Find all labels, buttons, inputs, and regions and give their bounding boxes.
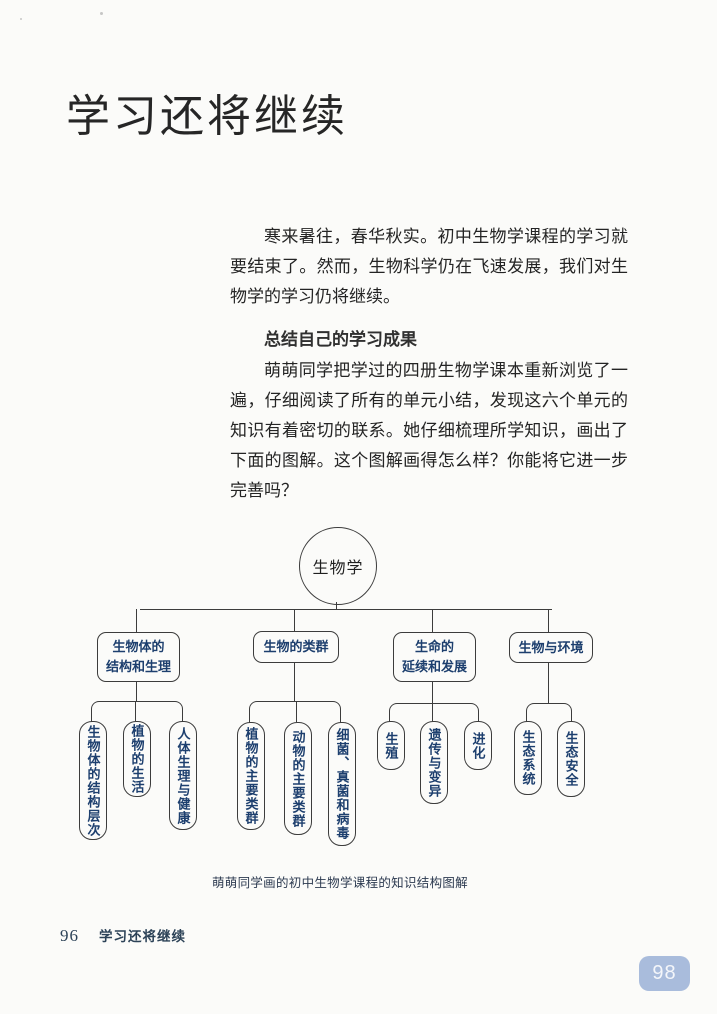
connector-line	[294, 661, 295, 702]
connector-line	[432, 703, 433, 721]
diagram-leaf-node: 动物的主要类群	[284, 722, 312, 835]
diagram-branch-node: 生命的 延续和发展	[393, 632, 476, 682]
footer-page-number: 96	[60, 926, 79, 945]
connector-line	[136, 609, 137, 632]
footer-chapter-title: 学习还将继续	[99, 929, 186, 944]
branch-label-line: 生物的类群	[263, 639, 329, 654]
paragraph-activity: 萌萌同学把学过的四册生物学课本重新浏览了一遍，仔细阅读了所有的单元小结，发现这六…	[230, 361, 628, 500]
diagram-leaf-node: 生殖	[377, 721, 405, 770]
connector-line	[140, 609, 552, 610]
diagram-leaf-node: 遗传与变异	[420, 721, 448, 804]
page-footer: 96 学习还将继续	[60, 925, 186, 946]
branch-label-line: 结构和生理	[105, 659, 171, 674]
scan-speck	[100, 12, 103, 15]
connector-line	[135, 701, 136, 721]
diagram-root-node: 生物学	[299, 527, 377, 605]
diagram-leaf-node: 细菌、真菌和病毒	[328, 722, 356, 846]
paragraph-intro: 寒来暑往，春华秋实。初中生物学课程的学习就要结束了。然而，生物科学仍在飞速发展，…	[230, 227, 628, 306]
diagram-leaf-node: 生态安全	[557, 721, 585, 797]
diagram-leaf-node: 进化	[464, 721, 492, 770]
connector-line	[432, 609, 433, 632]
scan-speck	[20, 18, 22, 20]
branch-label-line: 生命的	[414, 639, 454, 654]
connector-line	[296, 701, 297, 722]
corner-page-badge: 98	[639, 956, 690, 991]
diagram-leaf-node: 植物的生活	[123, 721, 151, 797]
connector-line	[294, 609, 295, 631]
branch-label-line: 延续和发展	[401, 659, 467, 674]
diagram-root-label: 生物学	[312, 560, 364, 577]
connector-bracket	[526, 703, 572, 722]
connector-line	[548, 660, 549, 704]
diagram-leaf-node: 生物体的结构层次	[79, 721, 107, 840]
connector-line	[548, 609, 549, 632]
connector-line	[136, 680, 137, 702]
diagram-leaf-node: 生态系统	[514, 721, 542, 795]
diagram-branch-node: 生物体的 结构和生理	[97, 632, 180, 682]
diagram-branch-node: 生物的类群	[253, 631, 339, 663]
diagram-leaf-node: 植物的主要类群	[237, 722, 265, 830]
connector-bracket	[389, 703, 479, 722]
branch-label-line: 生物与环境	[518, 639, 584, 655]
figure-caption: 萌萌同学画的初中生物学课程的知识结构图解	[211, 876, 468, 890]
connector-line	[432, 680, 433, 704]
body-text-column: 寒来暑往，春华秋实。初中生物学课程的学习就要结束了。然而，生物科学仍在飞速发展，…	[230, 222, 628, 506]
connector-line	[336, 602, 337, 610]
page-title: 学习还将继续	[66, 91, 348, 142]
connector-bracket	[91, 701, 183, 722]
branch-label-line: 生物体的	[112, 639, 165, 654]
connector-bracket	[249, 701, 341, 723]
diagram-branch-node: 生物与环境	[509, 632, 593, 663]
diagram-leaf-node: 人体生理与健康	[169, 721, 197, 830]
section-heading: 总结自己的学习成果	[264, 330, 417, 349]
